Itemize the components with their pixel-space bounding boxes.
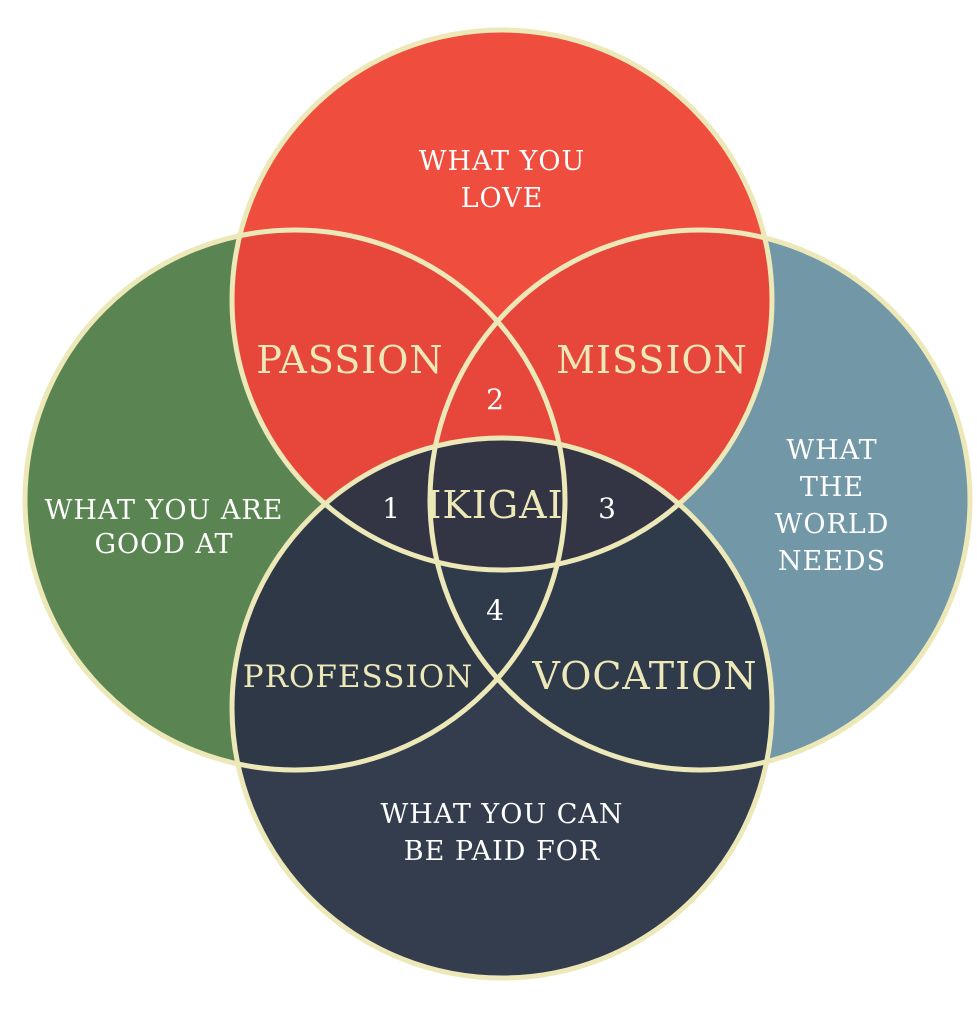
ikigai-label: IKIGAI: [426, 483, 563, 527]
good-at-label-2: GOOD AT: [94, 529, 233, 560]
circle-world-needs-border: [427, 227, 973, 773]
region-number-2: 2: [486, 383, 504, 416]
region-number-3: 3: [598, 492, 616, 525]
world-needs-label-4: NEEDS: [778, 546, 886, 577]
region-number-4: 4: [486, 594, 504, 627]
circle-paid-for-border: [229, 435, 775, 981]
good-at-label-1: WHAT YOU ARE: [45, 495, 284, 526]
world-needs-label-1: WHAT: [786, 435, 877, 466]
circle-love-border: [229, 27, 775, 573]
mission-label: MISSION: [556, 338, 748, 382]
paid-for-label-2: BE PAID FOR: [404, 836, 600, 867]
world-needs-label-3: WORLD: [775, 509, 890, 540]
love-label-1: WHAT YOU: [419, 146, 586, 177]
love-label-2: LOVE: [461, 183, 544, 214]
profession-label: PROFESSION: [243, 659, 473, 695]
paid-for-label-1: WHAT YOU CAN: [381, 799, 624, 830]
world-needs-label-2: THE: [800, 472, 864, 503]
passion-label: PASSION: [256, 338, 443, 382]
circle-good-at-border: [22, 227, 568, 773]
vocation-label: VOCATION: [531, 654, 757, 698]
region-number-1: 1: [382, 492, 400, 525]
